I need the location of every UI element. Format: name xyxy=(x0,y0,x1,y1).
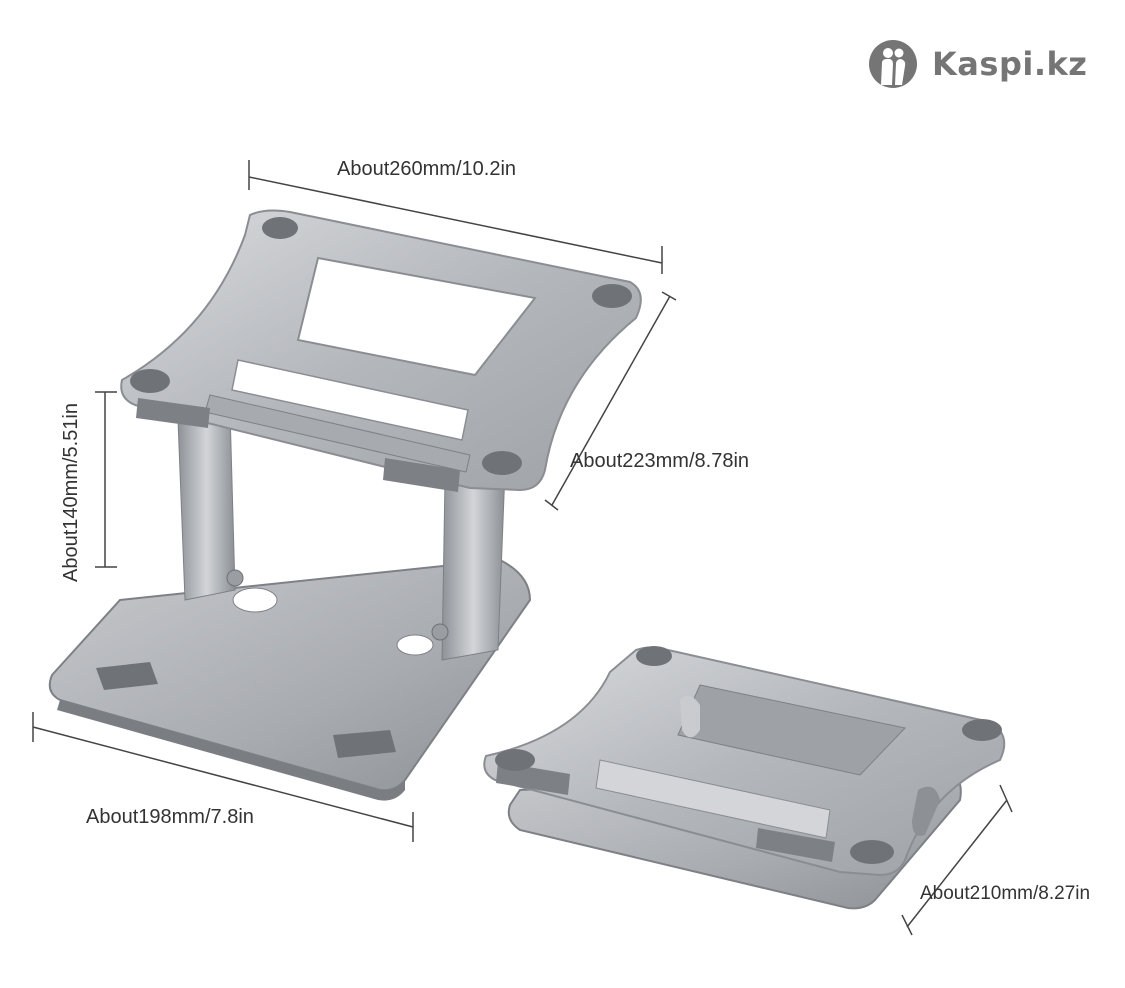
kaspi-logo: Kaspi.kz xyxy=(868,36,1087,92)
expanded-stand xyxy=(48,209,642,801)
folded-stand xyxy=(483,646,1006,910)
rubber-foot xyxy=(96,662,158,690)
silicone-pad xyxy=(482,451,522,475)
stand-leg-right xyxy=(441,469,506,661)
kaspi-logo-icon xyxy=(869,40,917,88)
stand-leg-left xyxy=(177,409,236,601)
silicone-pad xyxy=(130,369,170,393)
silicone-pad xyxy=(495,749,535,771)
brand-name: Kaspi.kz xyxy=(932,45,1088,83)
silicone-pad xyxy=(636,646,672,666)
dimension-lines xyxy=(32,160,1013,936)
silicone-pad xyxy=(850,840,894,864)
dimension-label-folded-depth: About210mm/8.27in xyxy=(920,883,1091,904)
dimension-label-height: About140mm/5.51in xyxy=(60,402,82,582)
dimension-label-top-depth: About223mm/8.78in xyxy=(570,450,750,472)
silicone-pad xyxy=(962,719,1002,741)
silicone-pad xyxy=(262,217,298,239)
dimension-label-top-width: About260mm/10.2in xyxy=(337,158,517,180)
rubber-foot xyxy=(333,730,396,758)
silicone-pad xyxy=(592,284,632,308)
dimension-label-base-width: About198mm/7.8in xyxy=(86,806,254,828)
